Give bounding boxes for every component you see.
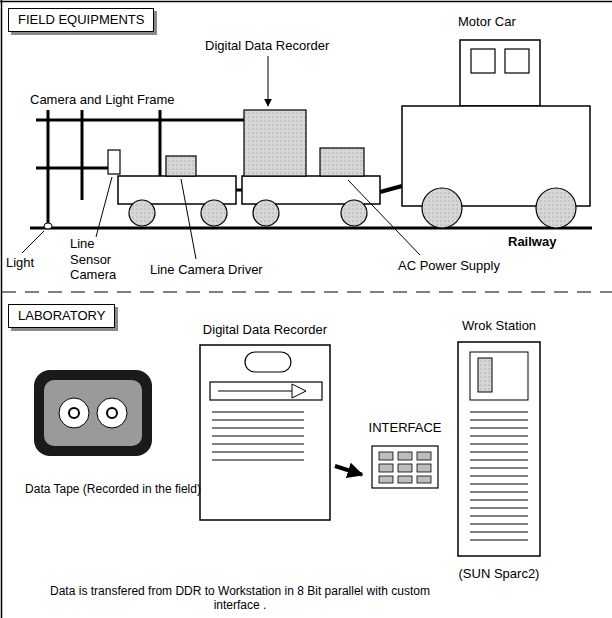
data-flow-arrow [335, 466, 362, 475]
part-label: Camera and Light Frame [30, 92, 175, 108]
wheel [201, 200, 227, 226]
interface-board [372, 446, 438, 488]
wheel [536, 188, 576, 228]
window [505, 49, 529, 73]
tape-slot [245, 352, 291, 372]
part-label: Digital Data Recorder [205, 38, 329, 54]
drive-bay [470, 352, 528, 400]
light [44, 223, 52, 229]
vent-lines [470, 410, 528, 546]
tape-window [44, 380, 142, 446]
panel-arrow [218, 391, 292, 392]
cart [242, 176, 380, 204]
part-label: AC Power Supply [398, 258, 500, 274]
tape-hub [69, 408, 79, 418]
leader-line [22, 56, 420, 259]
heading-box: LABORATORY [8, 304, 115, 328]
cart [118, 176, 236, 204]
display-panel [210, 382, 322, 400]
tape-hub [107, 408, 117, 418]
tape-reel [59, 398, 89, 428]
digital-data-recorder [244, 110, 306, 176]
data-tape [34, 370, 152, 456]
drive [478, 358, 492, 392]
ac-power-supply [320, 148, 364, 176]
vehicle-label: Motor Car [458, 14, 516, 30]
wheel [422, 188, 462, 228]
tape-reel [97, 398, 127, 428]
device-box: Data Tape (Recorded in the field) [22, 366, 204, 496]
device-label: Wrok Station [462, 318, 536, 334]
wheel [253, 200, 279, 226]
device-label: Data Tape (Recorded in the field) [25, 482, 201, 496]
chip [379, 452, 431, 483]
part-label: Light [6, 255, 34, 271]
device-label: Digital Data Recorder [203, 322, 327, 338]
frame-line [1, 0, 3, 618]
part-label: Line Camera Driver [150, 262, 263, 278]
device-box: INTERFACE [362, 420, 448, 492]
frame-line [0, 1, 612, 3]
recorder-body [200, 345, 330, 520]
wheel [341, 200, 367, 226]
line-sensor-camera [108, 150, 120, 174]
tow-bar [380, 186, 402, 192]
device-label: INTERFACE [369, 420, 442, 436]
heading-box: FIELD EQUIPMENTS [8, 8, 154, 32]
workstation-tower [458, 342, 540, 556]
section-heading: FIELD EQUIPMENTS [18, 12, 144, 28]
model-label: (SUN Sparc2) [459, 566, 540, 582]
line-camera-driver [166, 156, 196, 176]
section-heading: LABORATORY [18, 308, 105, 324]
part-label: Line Sensor Camera [70, 236, 126, 283]
window [471, 49, 495, 73]
device-box: Wrok Station (SUN Sparc2) [450, 318, 548, 582]
coupler [236, 189, 242, 192]
panel-lines [212, 406, 304, 462]
wheel [129, 200, 155, 226]
car-cab [460, 40, 540, 106]
divider-line [2, 291, 612, 292]
track-label: Railway [508, 234, 556, 250]
panel-arrow-head [292, 384, 306, 398]
device-box: Digital Data Recorder [195, 322, 335, 522]
rail [30, 227, 592, 230]
note-text: Data is transfered from DDR to Workstati… [40, 584, 440, 613]
